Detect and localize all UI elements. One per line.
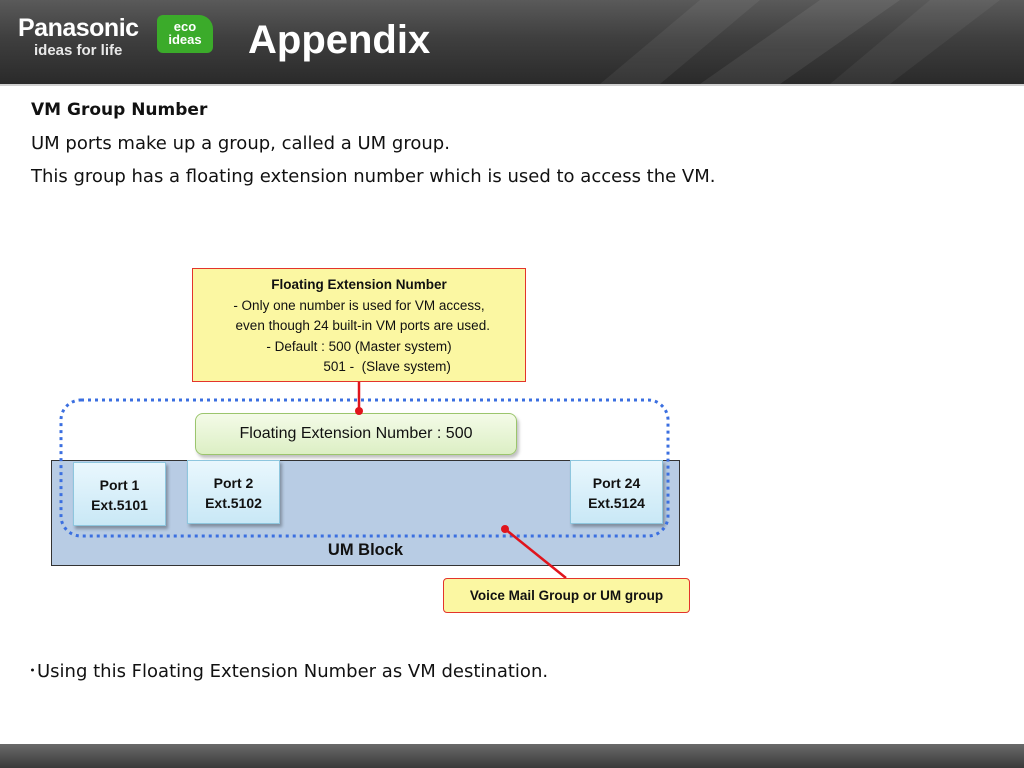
callout-title: Floating Extension Number — [271, 277, 447, 292]
callout-line-2: even though 24 built-in VM ports are use… — [228, 318, 490, 333]
voice-mail-group-label: Voice Mail Group or UM group — [443, 578, 690, 613]
callout-line-3: - Default : 500 (Master system) — [266, 338, 452, 354]
callout-line-1: - Only one number is used for VM access, — [233, 297, 485, 313]
header-gloss — [600, 0, 1000, 84]
intro-line-1: UM ports make up a group, called a UM gr… — [31, 133, 450, 154]
bullet-note: ･Using this Floating Extension Number as… — [28, 661, 549, 682]
port-ext: Ext.5124 — [588, 495, 645, 511]
eco-logo-line1: eco — [173, 19, 197, 34]
port-1-box: Port 1 Ext.5101 — [73, 462, 166, 526]
port-2-box: Port 2 Ext.5102 — [187, 460, 280, 524]
callout-line-4: 501 - (Slave system) — [267, 359, 451, 374]
port-ext: Ext.5101 — [91, 497, 148, 513]
page-title: Appendix — [248, 18, 431, 62]
brand-tagline: ideas for life — [34, 42, 123, 59]
port-name: Port 2 — [213, 475, 254, 491]
header-bar: Panasonic ideas for life eco ideas Appen… — [0, 0, 1024, 86]
section-heading: VM Group Number — [31, 100, 208, 120]
floating-number-box: Floating Extension Number : 500 — [195, 413, 517, 455]
eco-logo-line2: ideas — [168, 32, 202, 47]
intro-line-2: This group has a floating extension numb… — [31, 166, 716, 187]
um-block-label: UM Block — [327, 541, 404, 559]
port-ext: Ext.5102 — [205, 495, 262, 511]
eco-ideas-logo: eco ideas — [157, 15, 213, 53]
floating-extension-callout: Floating Extension Number - Only one num… — [192, 268, 526, 382]
brand-logo-text: Panasonic — [18, 14, 139, 42]
port-name: Port 1 — [99, 477, 140, 493]
port-24-box: Port 24 Ext.5124 — [570, 460, 663, 524]
footer-bar — [0, 744, 1024, 768]
port-name: Port 24 — [592, 475, 641, 491]
